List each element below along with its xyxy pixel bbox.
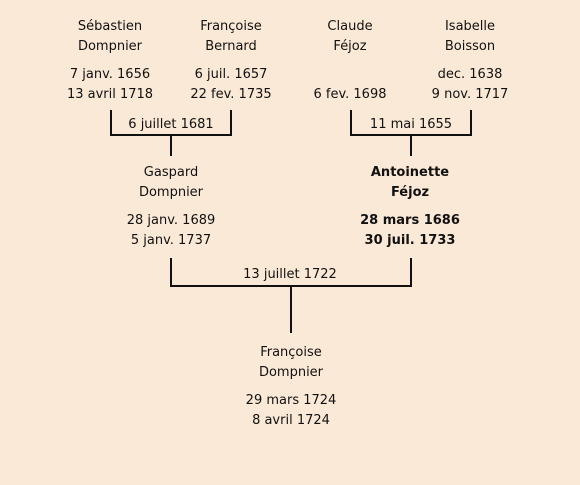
death-date: 5 janv. 1737	[130, 233, 212, 248]
person-first-name: Isabelle	[444, 19, 496, 34]
person-dates: dec. 1638 9 nov. 1717	[405, 65, 535, 105]
person-dates: 6 juil. 1657 22 fev. 1735	[166, 65, 296, 105]
person-last-name: Dompnier	[77, 39, 143, 54]
descent-line	[290, 285, 292, 333]
person-last-name: Féjoz	[390, 185, 430, 200]
person-francoise-bernard: Françoise Bernard 6 juil. 1657 22 fev. 1…	[166, 17, 296, 105]
person-dates: 28 mars 1686 30 juil. 1733	[345, 211, 475, 251]
person-dates: 6 fev. 1698	[285, 65, 415, 105]
person-last-name: Boisson	[444, 39, 496, 54]
person-first-name: Gaspard	[143, 165, 199, 180]
death-date: 13 avril 1718	[66, 87, 154, 102]
marriage-date: 13 juillet 1722	[225, 266, 355, 284]
death-date: 8 avril 1724	[252, 413, 330, 428]
person-dates: 29 mars 1724 8 avril 1724	[226, 391, 356, 431]
death-date: 30 juil. 1733	[364, 233, 456, 248]
person-sebastien-dompnier: Sébastien Dompnier 7 janv. 1656 13 avril…	[45, 17, 175, 105]
person-last-name: Dompnier	[258, 365, 324, 380]
person-first-name: Françoise	[260, 345, 322, 360]
bracket-left-leg	[110, 110, 112, 136]
person-first-name: Françoise	[200, 19, 262, 34]
descent-line	[170, 134, 172, 156]
death-date: 6 fev. 1698	[313, 87, 387, 102]
person-dates: 28 janv. 1689 5 janv. 1737	[106, 211, 236, 251]
birth-date: 7 janv. 1656	[69, 67, 151, 82]
person-dates: 7 janv. 1656 13 avril 1718	[45, 65, 175, 105]
birth-date: 28 janv. 1689	[126, 213, 216, 228]
bracket-right-leg	[230, 110, 232, 136]
bracket-left-leg	[350, 110, 352, 136]
person-francoise-dompnier: Françoise Dompnier 29 mars 1724 8 avril …	[226, 343, 356, 431]
person-gaspard-dompnier: Gaspard Dompnier 28 janv. 1689 5 janv. 1…	[106, 163, 236, 251]
bracket-left-leg	[170, 258, 172, 287]
marriage-date: 11 mai 1655	[352, 116, 470, 134]
marriage-date: 6 juillet 1681	[112, 116, 230, 134]
bracket-right-leg	[470, 110, 472, 136]
person-last-name: Féjoz	[333, 39, 367, 54]
person-isabelle-boisson: Isabelle Boisson dec. 1638 9 nov. 1717	[405, 17, 535, 105]
birth-date: 28 mars 1686	[360, 213, 460, 228]
death-date: 22 fev. 1735	[190, 87, 272, 102]
death-date: 9 nov. 1717	[431, 87, 509, 102]
birth-date	[285, 65, 415, 85]
person-last-name: Dompnier	[138, 185, 204, 200]
person-claude-fejoz: Claude Féjoz 6 fev. 1698	[285, 17, 415, 105]
birth-date: dec. 1638	[437, 67, 503, 82]
person-antoinette-fejoz: Antoinette Féjoz 28 mars 1686 30 juil. 1…	[345, 163, 475, 251]
person-first-name: Antoinette	[370, 165, 450, 180]
birth-date: 6 juil. 1657	[194, 67, 268, 82]
person-first-name: Sébastien	[77, 19, 143, 34]
birth-date: 29 mars 1724	[245, 393, 337, 408]
person-first-name: Claude	[327, 19, 373, 34]
bracket-right-leg	[410, 258, 412, 287]
descent-line	[410, 134, 412, 156]
person-last-name: Bernard	[205, 39, 257, 54]
